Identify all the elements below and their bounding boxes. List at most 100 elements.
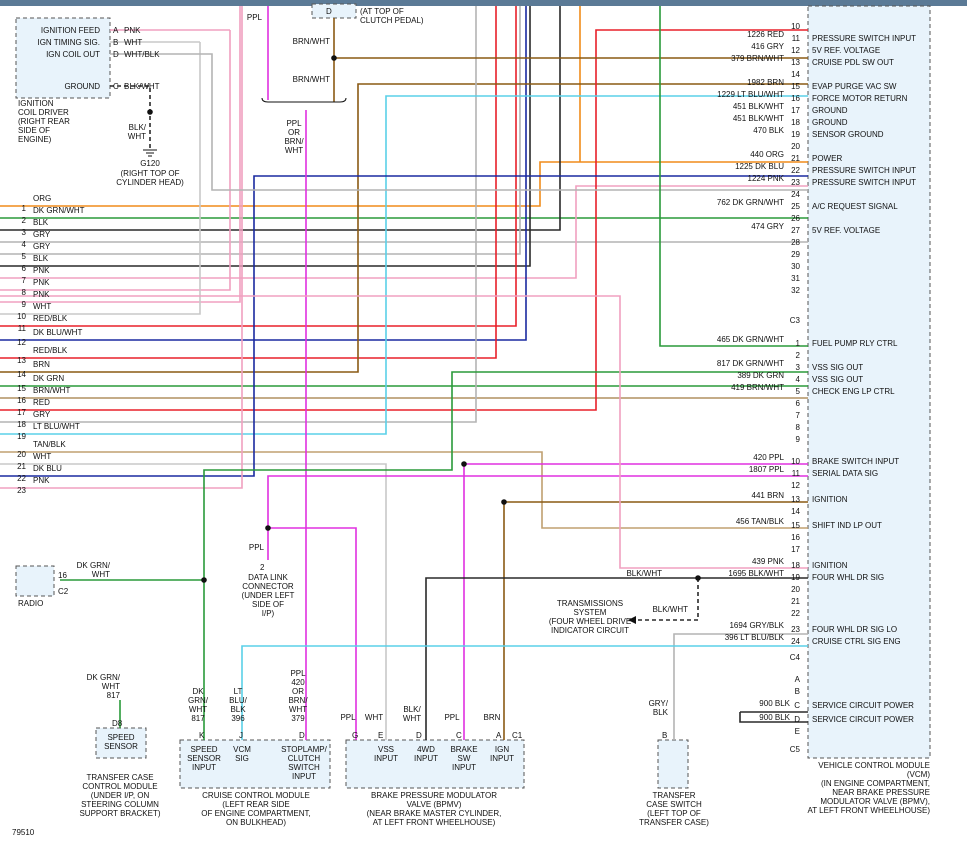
vcm-c4-pin: 5 bbox=[796, 387, 801, 396]
cruise-caption: OF ENGINE COMPARTMENT, bbox=[201, 809, 311, 818]
bpmv-connector: C1 bbox=[512, 731, 523, 740]
vcm-c4-pin: 8 bbox=[796, 423, 801, 432]
cruise-module-box bbox=[179, 739, 331, 789]
speed-sensor-caption: CONTROL MODULE bbox=[82, 782, 157, 791]
vcm-caption: AT LEFT FRONT WHEELHOUSE) bbox=[807, 806, 930, 815]
bpmv-wire-label: PPL bbox=[340, 713, 356, 722]
speed-sensor-caption: TRANSFER CASE bbox=[86, 773, 153, 782]
wire-dkblu bbox=[0, 175, 808, 477]
vcm-c4-pin: 12 bbox=[791, 481, 800, 490]
cruise-wire-label: DK bbox=[192, 687, 204, 696]
vcm-c2-pin: 29 bbox=[791, 250, 800, 259]
vcm-caption: NEAR BRAKE PRESSURE bbox=[832, 788, 930, 797]
data-link-caption: CONNECTOR bbox=[242, 582, 294, 591]
vcm-c2-pin: 20 bbox=[791, 142, 800, 151]
connector-row-number: 21 bbox=[17, 462, 26, 471]
bpmv-input-label: BRAKE bbox=[450, 745, 477, 754]
connector-row-number: 19 bbox=[17, 432, 26, 441]
speed-sensor-pin: D8 bbox=[112, 719, 123, 728]
connector-row-number: 4 bbox=[22, 240, 27, 249]
vcm-c2-pin: 17 bbox=[791, 106, 800, 115]
vcm-caption: (IN ENGINE COMPARTMENT, bbox=[821, 779, 930, 788]
clutch-pin: D bbox=[326, 7, 332, 16]
wire-dkblu-wht bbox=[0, 6, 527, 341]
transmission-caption: (FOUR WHEEL DRIVE bbox=[549, 617, 631, 626]
coil-pin-letter: D bbox=[113, 50, 119, 59]
vcm-c4-pin: 3 bbox=[796, 363, 801, 372]
coil-pin-label: IGNITION FEED bbox=[41, 26, 100, 35]
connector-row-color: PNK bbox=[33, 290, 50, 299]
cruise-pin: J bbox=[239, 731, 243, 740]
vcm-c2-pin: 23 bbox=[791, 178, 800, 187]
vcm-c4-pin: 14 bbox=[791, 507, 800, 516]
connector-row-color: RED bbox=[33, 398, 50, 407]
vcm-c4-pin: 7 bbox=[796, 411, 801, 420]
clutch-wire-low: BRN/WHT bbox=[293, 75, 330, 84]
bpmv-wire-label: WHT bbox=[403, 714, 421, 723]
cruise-wire-label: PPL bbox=[290, 669, 306, 678]
speed-sensor-wire: 817 bbox=[107, 691, 121, 700]
vcm-c2-circuit: 474 GRY bbox=[751, 222, 784, 231]
vcm-c2-circuit: 379 BRN/WHT bbox=[731, 54, 784, 63]
connector-row-number: 6 bbox=[22, 264, 27, 273]
cruise-pin: D bbox=[299, 731, 305, 740]
clutch-caption: CLUTCH PEDAL) bbox=[360, 16, 424, 25]
connector-row-number: 11 bbox=[18, 324, 27, 333]
wire-gry-2 bbox=[0, 6, 521, 255]
vcm-c4-circuit: 441 BRN bbox=[752, 491, 785, 500]
vcm-c5-circuit: 900 BLK bbox=[759, 713, 790, 722]
wire-red-blk bbox=[0, 6, 517, 327]
vcm-c4-label: FOUR WHL DR SIG bbox=[812, 573, 884, 582]
connector-row-color: ORG bbox=[33, 194, 51, 203]
bpmv-wire-label: PPL bbox=[444, 713, 460, 722]
clutch-bracket bbox=[261, 97, 347, 103]
connector-row-color: DK GRN bbox=[33, 374, 64, 383]
vcm-c2-label: PRESSURE SWITCH INPUT bbox=[812, 34, 916, 43]
vcm-c4-circuit: 1695 BLK/WHT bbox=[728, 569, 784, 578]
wire-blk-1695 bbox=[425, 577, 808, 740]
ground-wire-label: BLK/ bbox=[129, 123, 147, 132]
vcm-c4-pin: 21 bbox=[791, 597, 800, 606]
cruise-wire-label: WHT bbox=[289, 705, 307, 714]
transmission-caption: SYSTEM bbox=[574, 608, 607, 617]
wire-pnk-3 bbox=[0, 6, 241, 303]
cruise-wire-label: LT bbox=[234, 687, 243, 696]
vcm-c4-circuit: 419 BRN/WHT bbox=[731, 383, 784, 392]
connector-row-number: 10 bbox=[17, 312, 26, 321]
connector-row-color: PNK bbox=[33, 476, 50, 485]
vcm-c2-circuit: 1982 BRN bbox=[747, 78, 784, 87]
vcm-caption: VEHICLE CONTROL MODULE bbox=[818, 761, 930, 770]
bpmv-pin: E bbox=[378, 731, 383, 740]
cruise-pin: K bbox=[199, 731, 205, 740]
bpmv-input-label: 4WD bbox=[417, 745, 435, 754]
vcm-c4-pin: 15 bbox=[791, 521, 800, 530]
vcm-c4-pin: 22 bbox=[791, 609, 800, 618]
vcm-c2-label: GROUND bbox=[812, 118, 848, 127]
connector-row-number: 12 bbox=[17, 338, 26, 347]
wire-group bbox=[0, 6, 808, 740]
wire-blk-2 bbox=[0, 6, 531, 267]
ground-caption: (RIGHT TOP OF bbox=[121, 169, 180, 178]
vcm-c4-circuit: 420 PPL bbox=[753, 453, 784, 462]
vcm-c2-pin: 18 bbox=[791, 118, 800, 127]
wire-pnk-4 bbox=[0, 6, 243, 489]
wire-red bbox=[0, 29, 808, 411]
connector-row-number: 23 bbox=[17, 486, 26, 495]
connector-row-color: WHT bbox=[33, 302, 51, 311]
connector-row-color: RED/BLK bbox=[33, 314, 68, 323]
coil-caption: (RIGHT REAR bbox=[18, 117, 70, 126]
transfer-wire-label: GRY/ bbox=[649, 699, 669, 708]
ground-symbol bbox=[143, 149, 157, 157]
vcm-c4-circuit: 456 TAN/BLK bbox=[736, 517, 785, 526]
cruise-input-label: INPUT bbox=[292, 772, 316, 781]
bpmv-caption: AT LEFT FRONT WHEELHOUSE) bbox=[373, 818, 496, 827]
transfer-switch-box bbox=[657, 739, 689, 789]
transmission-wire-top: BLK/WHT bbox=[626, 569, 662, 578]
vcm-caption: (VCM) bbox=[907, 770, 930, 779]
bpmv-caption: VALVE (BPMV) bbox=[407, 800, 462, 809]
speed-sensor-box bbox=[95, 727, 147, 759]
coil-pin-label: GROUND bbox=[64, 82, 100, 91]
connector-row-number: 15 bbox=[17, 384, 26, 393]
radio-box bbox=[15, 565, 55, 597]
